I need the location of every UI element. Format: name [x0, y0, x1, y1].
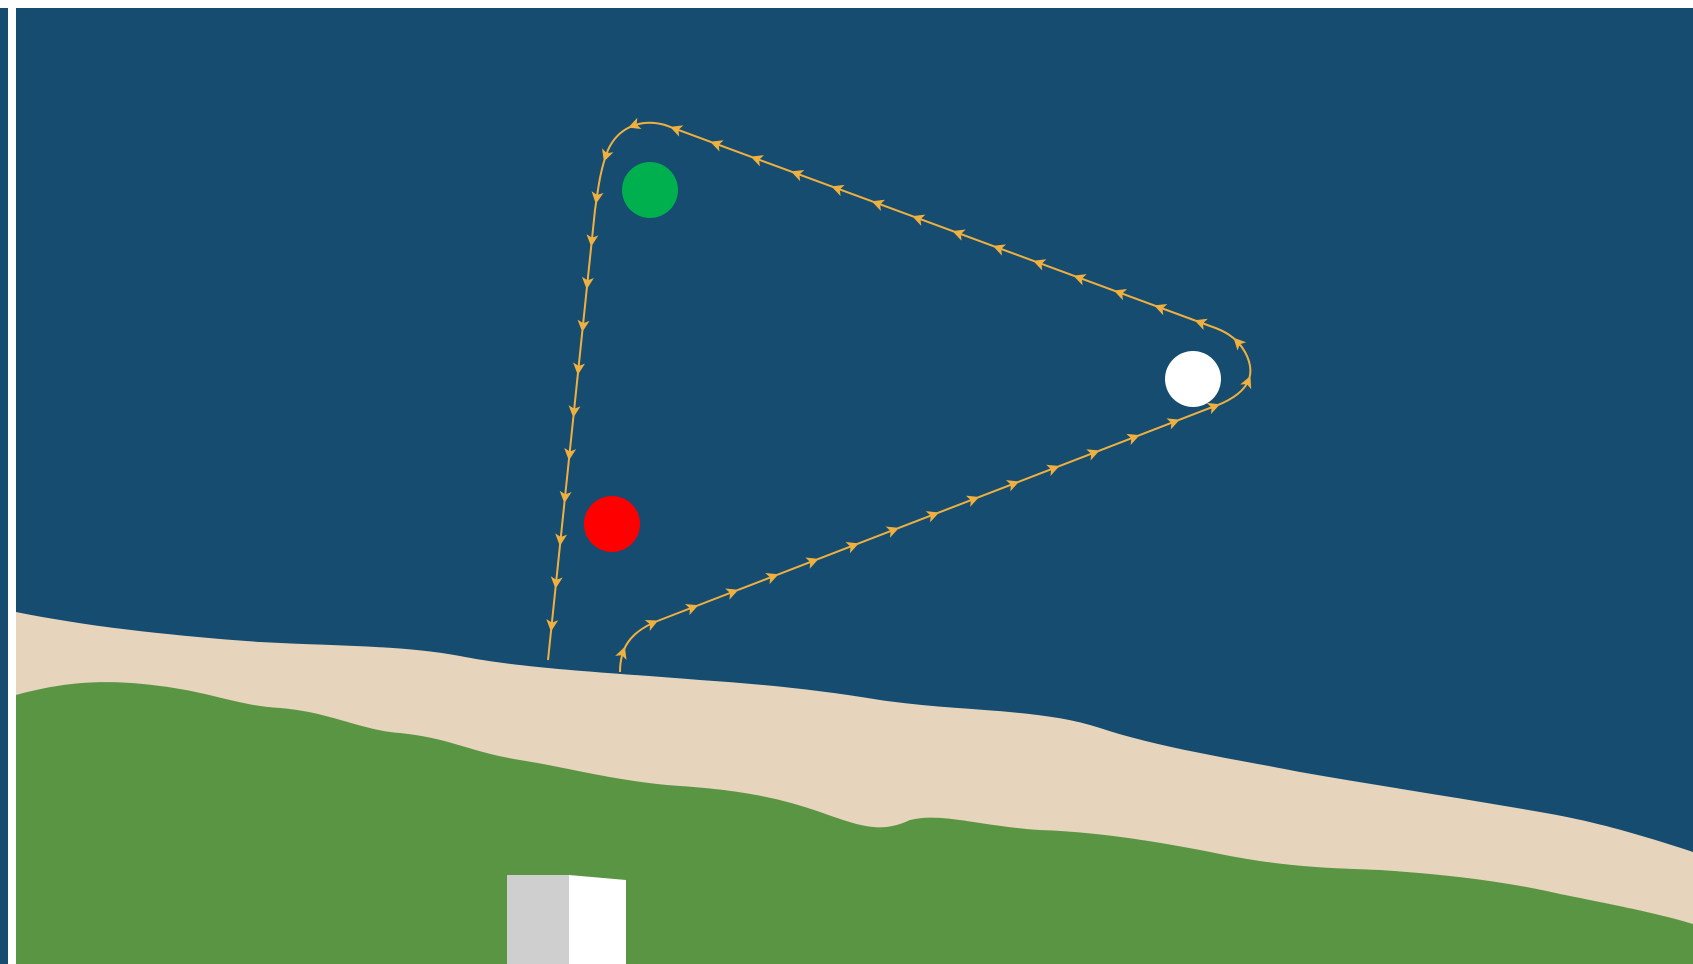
building-light-side: [569, 875, 626, 964]
frame-edge-top: [0, 0, 1693, 8]
red-buoy-marker[interactable]: [584, 496, 640, 552]
building-shaded-side: [507, 875, 569, 964]
white-buoy-marker[interactable]: [1165, 351, 1221, 407]
frame-edge-left: [8, 8, 16, 964]
green-buoy-marker[interactable]: [622, 162, 678, 218]
